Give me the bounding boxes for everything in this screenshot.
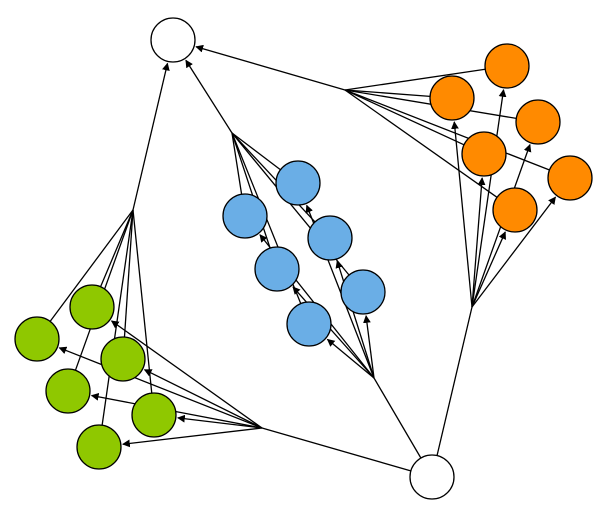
blue-node-1 (222, 193, 268, 239)
orange-edge-to-hub-0 (344, 68, 486, 91)
edges-layer (49, 44, 556, 478)
orange-edge-from-hub-1 (451, 121, 473, 308)
blue-edge-from-hub-2 (335, 260, 375, 379)
green-edge-from-hub-3 (90, 392, 263, 429)
green-edge-from-hub-5 (122, 427, 263, 448)
blue-node-2 (307, 215, 353, 261)
blue-edge-from-hub-4 (363, 315, 375, 379)
green-edge-to-hub-4 (132, 209, 153, 394)
blue-edge-to-hub-1 (231, 132, 243, 195)
blue-edge-to-hub-3 (231, 132, 271, 249)
top-terminal-node (150, 17, 196, 63)
blue-node-5 (286, 301, 332, 347)
orange-node-1 (429, 75, 475, 121)
edge-blue-hub-to-top (185, 59, 233, 134)
green-node-3 (45, 368, 91, 414)
orange-edge-to-hub-5 (344, 89, 498, 198)
orange-edge-to-hub-1 (344, 89, 431, 98)
edge-bottom-to-green-hub (261, 427, 433, 478)
bottom-terminal-node (409, 454, 455, 500)
green-edge-from-hub-2 (143, 369, 263, 429)
green-edge-to-hub-5 (101, 209, 134, 426)
green-edge-to-hub-0 (49, 209, 134, 322)
blue-node-3 (254, 246, 300, 292)
orange-node-0 (484, 43, 530, 89)
orange-node-2 (515, 99, 561, 145)
orange-node-4 (547, 155, 593, 201)
orange-edge-from-hub-0 (471, 88, 507, 308)
green-node-4 (131, 392, 177, 438)
green-node-5 (76, 424, 122, 470)
green-node-2 (100, 336, 146, 382)
orange-edge-from-hub-3 (471, 177, 486, 308)
edge-orange-hub-to-top (195, 44, 346, 91)
blue-edge-to-hub-0 (231, 132, 281, 171)
blue-node-0 (275, 160, 321, 206)
green-edge-to-hub-2 (123, 209, 134, 338)
orange-node-3 (461, 131, 507, 177)
orange-edge-to-hub-3 (344, 89, 465, 146)
orange-node-5 (492, 187, 538, 233)
blue-node-4 (340, 269, 386, 315)
green-node-1 (69, 284, 115, 330)
edge-bottom-to-orange-hub (431, 306, 473, 478)
green-edge-from-hub-4 (177, 414, 263, 429)
green-edge-to-hub-1 (99, 209, 134, 287)
green-edge-from-hub-0 (58, 346, 263, 429)
blue-edge-from-hub-5 (326, 338, 375, 379)
orange-edge-to-hub-4 (344, 89, 550, 171)
blue-edge-to-hub-2 (231, 132, 316, 223)
orange-edge-from-hub-4 (471, 196, 556, 308)
green-edge-from-hub-1 (110, 320, 263, 429)
orange-edge-from-hub-5 (471, 231, 506, 308)
edge-green-hub-to-top (132, 62, 170, 211)
nodes-layer (14, 17, 593, 500)
green-node-0 (14, 316, 60, 362)
